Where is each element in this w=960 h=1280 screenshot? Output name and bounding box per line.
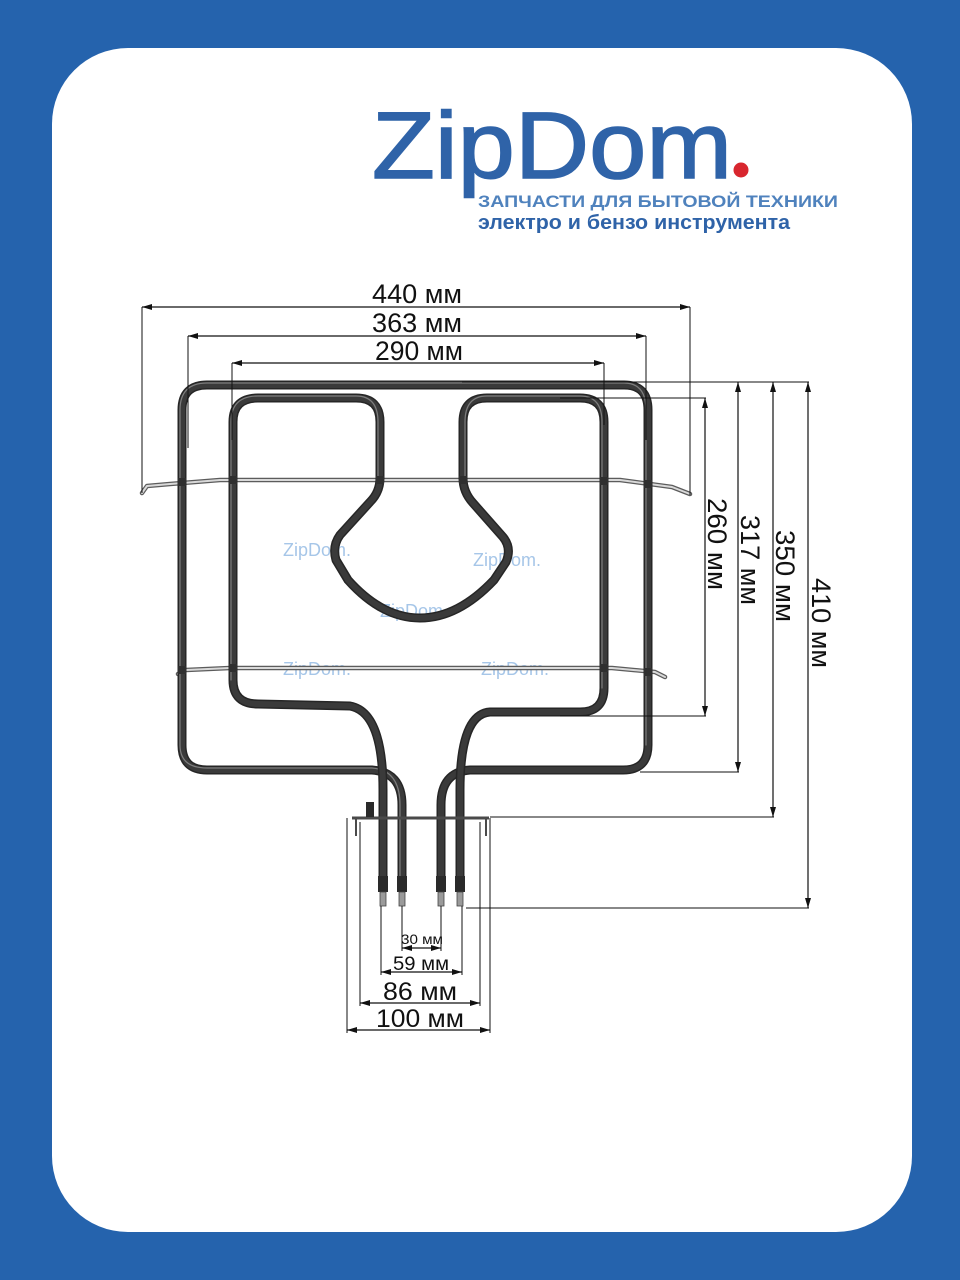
heating-element [177,380,653,885]
brand-logo: ZipDom ЗАПЧАСТИ ДЛЯ БЫТОВОЙ ТЕХНИКИ элек… [371,92,838,234]
right-dimensions: 260 мм 317 мм 350 мм 410 мм [462,381,836,909]
dimension-label-317: 317 мм [735,515,765,605]
dimension-label-86: 86 мм [383,978,457,1006]
inner-heating-loop [228,393,609,885]
logo-dot [733,162,749,178]
logo-tagline-1: ЗАПЧАСТИ ДЛЯ БЫТОВОЙ ТЕХНИКИ [478,192,838,211]
terminals [378,876,465,907]
top-dimensions: 440 мм 363 мм 290 мм [141,279,691,495]
dimension-label-440: 440 мм [372,279,462,309]
bottom-rack [175,665,668,680]
dimension-label-100: 100 мм [376,1005,464,1033]
logo-tagline-2: электро и бензо инструмента [478,212,791,234]
dimension-label-260: 260 мм [702,498,732,590]
watermark: ZipDom. [283,540,351,560]
dimension-label-59: 59 мм [393,954,449,975]
logo-wordmark: ZipDom [372,93,732,199]
dimension-label-410: 410 мм [806,578,836,668]
rack-clips [178,476,652,676]
bracket-stud [366,802,374,817]
dimension-label-363: 363 мм [372,308,462,338]
mounting-bracket [352,802,489,836]
outer-heating-loop [177,380,653,885]
bottom-dimensions: 30 мм 59 мм 86 мм 100 мм [346,818,491,1033]
product-card [52,48,912,1232]
dimension-label-30: 30 мм [401,931,443,947]
dimension-label-350: 350 мм [770,530,800,622]
dimension-label-290: 290 мм [375,336,463,366]
